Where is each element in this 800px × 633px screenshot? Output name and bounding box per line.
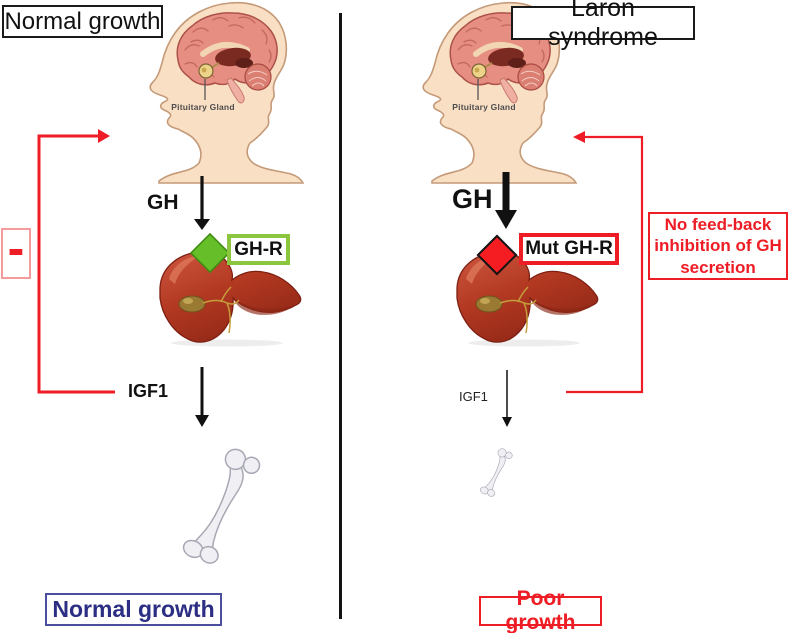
outcome-box-right: Poor growth [479, 587, 602, 633]
no-feedback-note-box: No feed-back inhibition of GH secretion [648, 212, 788, 280]
igf1-arrow-right [502, 370, 512, 427]
feedback-inhibition-sign-box: - [1, 219, 31, 279]
gh-arrow-right [495, 172, 517, 229]
left-panel-title-box: Normal growth [2, 5, 163, 38]
panel-divider [339, 13, 342, 619]
gh-receptor-box-right: Mut GH-R [519, 233, 619, 265]
gh-label-left: GH [147, 191, 179, 214]
gh-arrow-left [194, 176, 210, 230]
outcome-label-left: Normal growth [52, 596, 215, 622]
bone-illustration-right [477, 446, 516, 499]
feedback-loop-right [566, 131, 644, 394]
head-illustration-left [150, 3, 303, 183]
gh-receptor-diamond-mutant [476, 234, 518, 276]
gh-receptor-label-right: Mut GH-R [525, 238, 613, 259]
igf1-label-left: IGF1 [128, 381, 169, 401]
pituitary-gland-label-right: Pituitary Gland [452, 102, 516, 112]
liver-illustration-left [159, 251, 302, 348]
igf1-label-right: IGF1 [459, 389, 488, 404]
liver-illustration-right [456, 251, 599, 348]
right-panel-title: Laron syndrome [548, 0, 658, 51]
outcome-box-left: Normal growth [45, 593, 222, 626]
bone-illustration-left [177, 445, 267, 569]
minus-sign: - [7, 219, 25, 276]
igf1-arrow-left [195, 367, 209, 427]
gh-receptor-label-left: GH-R [234, 238, 283, 260]
left-panel-title: Normal growth [4, 7, 161, 35]
right-panel-title-box: Laron syndrome [511, 0, 695, 51]
gh-receptor-box-left: GH-R [227, 234, 290, 265]
feedback-loop-left [37, 129, 115, 394]
gh-label-right: GH [452, 184, 493, 214]
no-feedback-note: No feed-back inhibition of GH secretion [654, 215, 782, 277]
pituitary-gland-label-left: Pituitary Gland [171, 102, 235, 112]
outcome-label-right: Poor growth [505, 587, 576, 633]
gh-receptor-diamond-normal [189, 232, 231, 274]
